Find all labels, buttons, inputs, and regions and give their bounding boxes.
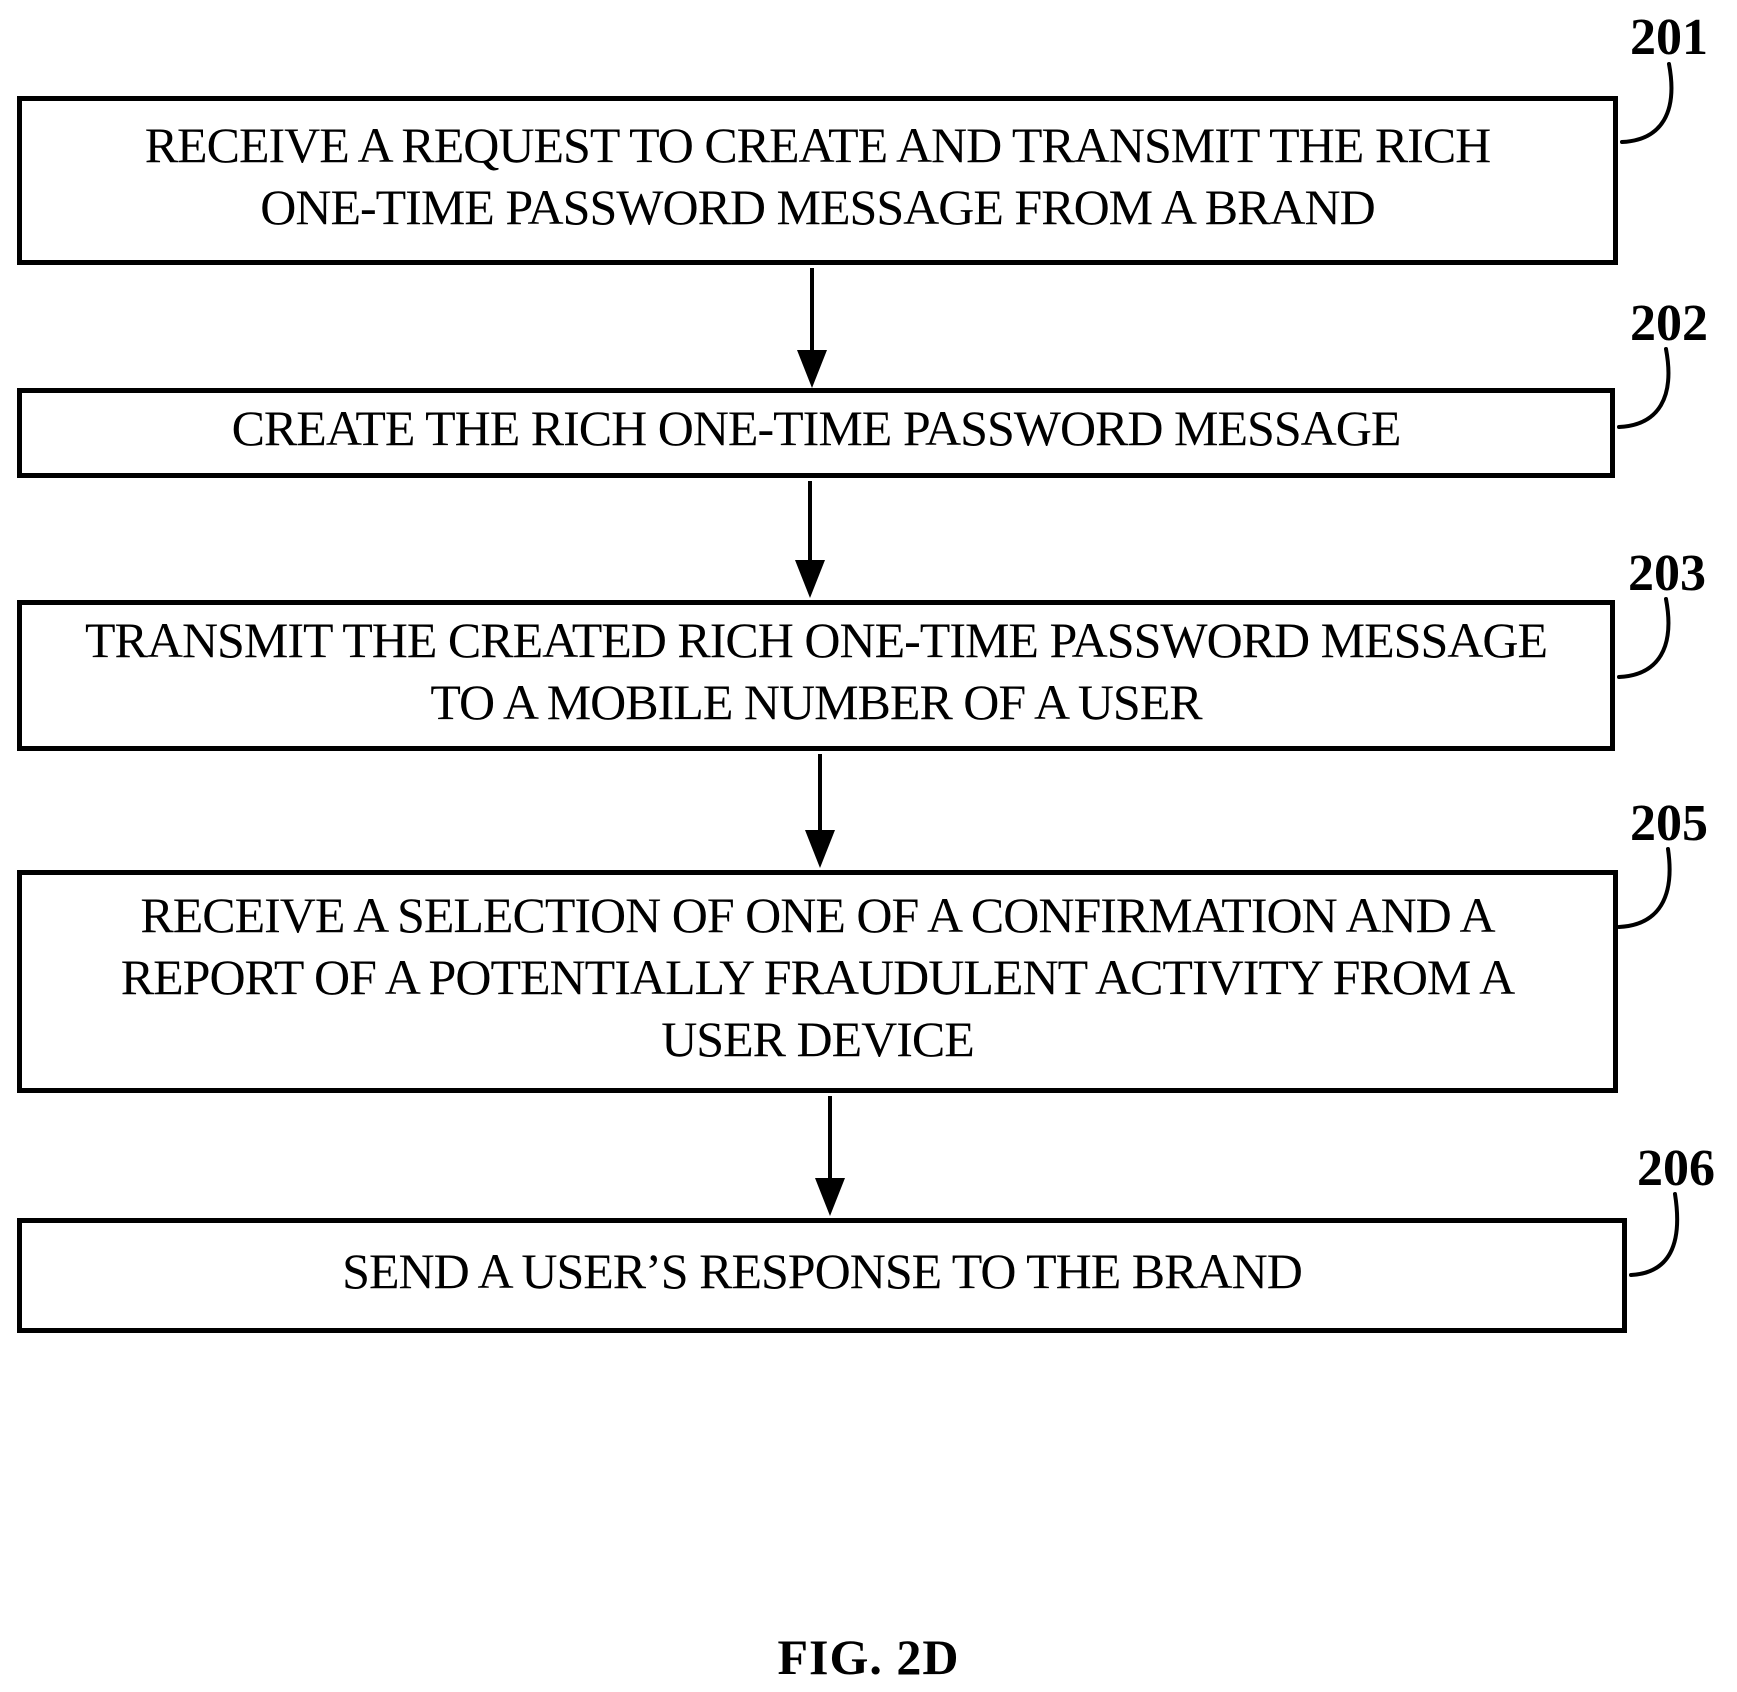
step-text-line: CREATE THE RICH ONE-TIME PASSWORD MESSAG… [231, 400, 1402, 456]
flow-arrow-1-head-icon [797, 350, 827, 388]
lead-line-206 [1629, 1192, 1680, 1277]
step-text-line: TRANSMIT THE CREATED RICH ONE-TIME PASSW… [84, 611, 1548, 668]
lead-line-201 [1620, 62, 1674, 144]
lead-line-202 [1617, 347, 1671, 429]
lead-line-203 [1617, 597, 1671, 679]
ref-numeral-202: 202 [1630, 295, 1708, 352]
flow-step-box-202: CREATE THE RICH ONE-TIME PASSWORD MESSAG… [17, 388, 1615, 478]
step-text-line: RECEIVE A SELECTION OF ONE OF A CONFIRMA… [140, 886, 1495, 943]
ref-numeral-206: 206 [1637, 1140, 1715, 1197]
flow-step-box-206: SEND A USER’S RESPONSE TO THE BRAND [17, 1218, 1627, 1333]
flow-step-box-201: RECEIVE A REQUEST TO CREATE AND TRANSMIT… [17, 96, 1618, 265]
ref-numeral-205: 205 [1630, 795, 1708, 852]
step-text-line: RECEIVE A REQUEST TO CREATE AND TRANSMIT… [144, 116, 1492, 173]
flow-step-box-203: TRANSMIT THE CREATED RICH ONE-TIME PASSW… [17, 600, 1615, 751]
step-text-line: USER DEVICE [661, 1010, 975, 1067]
step-text-line: ONE-TIME PASSWORD MESSAGE FROM A BRAND [260, 178, 1376, 235]
flow-arrow-4-head-icon [815, 1178, 845, 1216]
flow-arrow-3-head-icon [805, 830, 835, 868]
step-text-line: TO A MOBILE NUMBER OF A USER [430, 673, 1202, 730]
flow-step-box-205: RECEIVE A SELECTION OF ONE OF A CONFIRMA… [17, 870, 1618, 1093]
lead-line-205 [1617, 847, 1672, 929]
step-text-line: REPORT OF A POTENTIALLY FRAUDULENT ACTIV… [120, 948, 1515, 1005]
step-text-line: SEND A USER’S RESPONSE TO THE BRAND [342, 1242, 1303, 1299]
flow-arrow-2-head-icon [795, 560, 825, 598]
ref-numeral-201: 201 [1630, 9, 1708, 66]
figure-caption: FIG. 2D [777, 1629, 960, 1685]
ref-numeral-203: 203 [1628, 545, 1706, 602]
